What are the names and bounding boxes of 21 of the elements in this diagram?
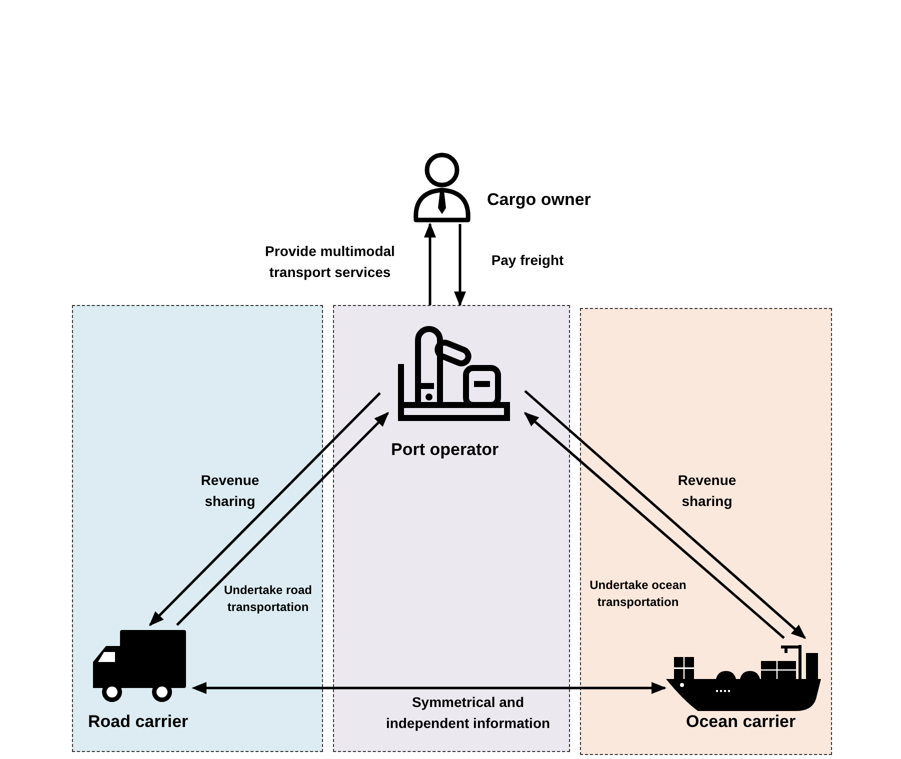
node-label: Ocean carrier [686, 712, 796, 732]
edge-label: Pay freight [490, 251, 565, 270]
edge-label: Symmetrical and independent information [384, 693, 552, 733]
node-label: Road carrier [88, 712, 188, 732]
arrow [192, 682, 666, 694]
arrow [454, 224, 466, 306]
arrow [148, 392, 381, 626]
edge-label: Provide multimodal transport services [264, 242, 396, 282]
edge-label: Undertake road transportation [222, 582, 314, 616]
region-panel [333, 305, 570, 752]
arrow [176, 412, 390, 626]
edge-label: Revenue sharing [676, 471, 738, 511]
node-label: Cargo owner [487, 190, 591, 210]
edge-label: Undertake ocean transportation [588, 577, 688, 612]
node-label: Port operator [391, 440, 499, 460]
edge-label: Revenue sharing [200, 471, 260, 511]
arrow [524, 412, 785, 639]
region-panel [72, 305, 323, 752]
arrow [524, 390, 806, 639]
region-panel [580, 308, 832, 755]
arrow [424, 222, 436, 305]
